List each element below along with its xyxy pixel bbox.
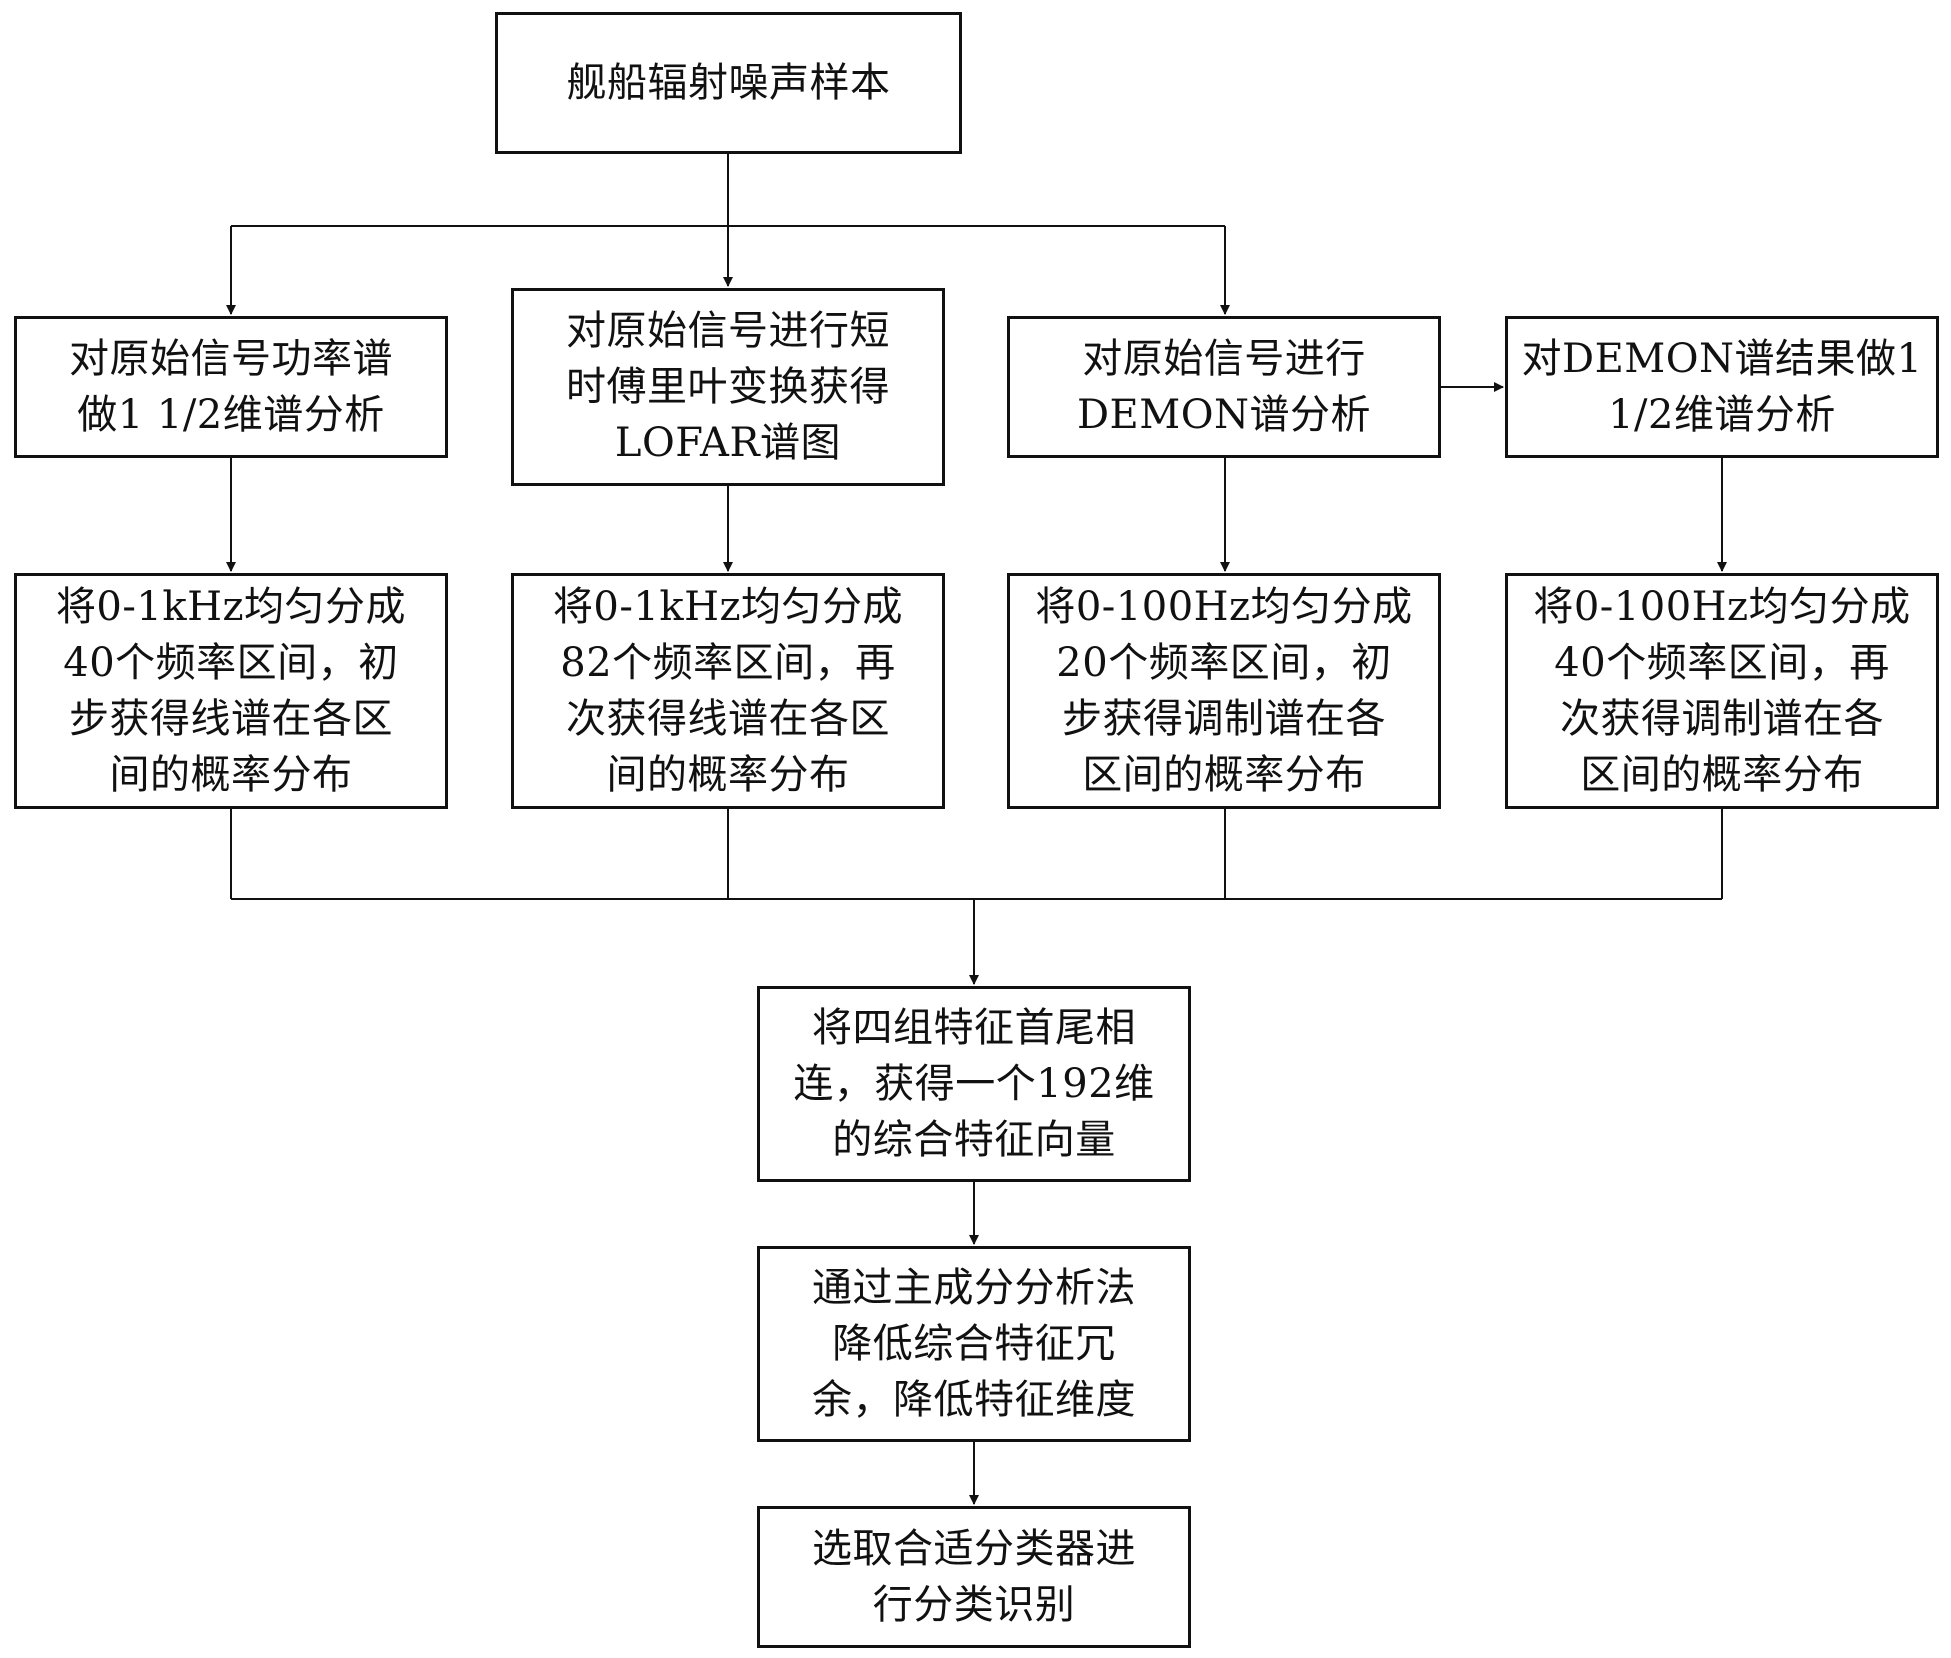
node-lofar-stft: 对原始信号进行短 时傅里叶变换获得 LOFAR谱图: [511, 288, 945, 486]
node-lofar-stft-label: 对原始信号进行短 时傅里叶变换获得 LOFAR谱图: [566, 308, 890, 466]
node-ship-noise-sample-label: 舰船辐射噪声样本: [566, 60, 891, 106]
node-bins-power: 将0-1kHz均匀分成 40个频率区间，初 步获得线谱在各区 间的概率分布: [14, 573, 448, 809]
node-bins-lofar: 将0-1kHz均匀分成 82个频率区间，再 次获得线谱在各区 间的概率分布: [511, 573, 945, 809]
node-demon-15d-analysis: 对DEMON谱结果做1 1/2维谱分析: [1505, 316, 1939, 458]
node-pca-reduction-label: 通过主成分分析法 降低综合特征冗 余，降低特征维度: [812, 1265, 1136, 1423]
node-bins-lofar-label: 将0-1kHz均匀分成 82个频率区间，再 次获得线谱在各区 间的概率分布: [552, 584, 904, 798]
node-demon-analysis: 对原始信号进行 DEMON谱分析: [1007, 316, 1441, 458]
node-ship-noise-sample: 舰船辐射噪声样本: [495, 12, 962, 154]
node-classifier-label: 选取合适分类器进 行分类识别: [812, 1526, 1136, 1628]
node-bins-demon-15d-label: 将0-100Hz均匀分成 40个频率区间，再 次获得调制谱在各 区间的概率分布: [1533, 584, 1911, 798]
node-power-spectrum-analysis-label: 对原始信号功率谱 做1 1/2维谱分析: [69, 336, 393, 438]
node-bins-power-label: 将0-1kHz均匀分成 40个频率区间，初 步获得线谱在各区 间的概率分布: [55, 584, 407, 798]
node-demon-15d-analysis-label: 对DEMON谱结果做1 1/2维谱分析: [1521, 336, 1923, 438]
node-bins-demon: 将0-100Hz均匀分成 20个频率区间，初 步获得调制谱在各 区间的概率分布: [1007, 573, 1441, 809]
node-demon-analysis-label: 对原始信号进行 DEMON谱分析: [1076, 336, 1372, 438]
node-pca-reduction: 通过主成分分析法 降低综合特征冗 余，降低特征维度: [757, 1246, 1191, 1442]
node-bins-demon-label: 将0-100Hz均匀分成 20个频率区间，初 步获得调制谱在各 区间的概率分布: [1035, 584, 1413, 798]
node-classifier: 选取合适分类器进 行分类识别: [757, 1506, 1191, 1648]
node-feature-concat: 将四组特征首尾相 连，获得一个192维 的综合特征向量: [757, 986, 1191, 1182]
node-bins-demon-15d: 将0-100Hz均匀分成 40个频率区间，再 次获得调制谱在各 区间的概率分布: [1505, 573, 1939, 809]
node-feature-concat-label: 将四组特征首尾相 连，获得一个192维 的综合特征向量: [793, 1005, 1155, 1163]
node-power-spectrum-analysis: 对原始信号功率谱 做1 1/2维谱分析: [14, 316, 448, 458]
